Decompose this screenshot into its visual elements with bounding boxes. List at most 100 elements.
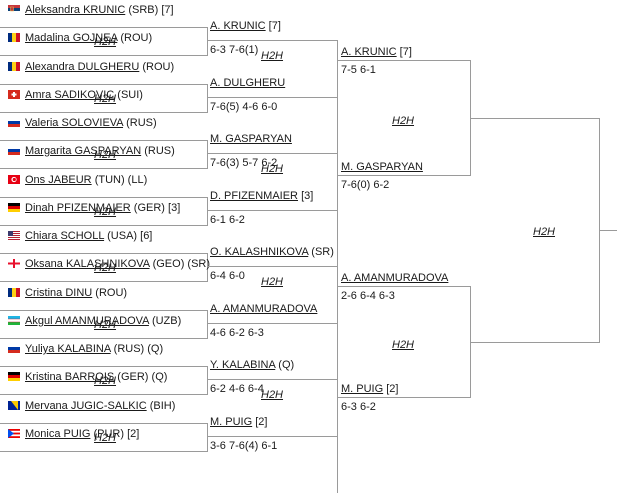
match-score: 4-6 6-2 6-3 [210,327,264,339]
bracket-line [0,140,208,141]
player-entry: Monica PUIG (PUR) [2] [8,428,139,440]
h2h-link[interactable]: H2H [261,50,283,62]
match-score: 7-6(0) 6-2 [341,179,389,191]
bracket-line [337,175,471,176]
rus-flag-icon [8,145,25,157]
player-name[interactable]: M. PUIG [341,383,383,395]
player-name[interactable]: Yuliya KALABINA [25,343,111,355]
player-name[interactable]: O. KALASHNIKOVA [210,246,308,258]
h2h-link[interactable]: H2H [392,115,414,127]
player-suffix: [2] [383,383,398,395]
player-suffix: (GER) [3] [131,202,181,214]
player-name[interactable]: Alexandra DULGHERU [25,61,139,73]
r3-winner: M. PUIG [2] [341,383,398,395]
tun-flag-icon [8,174,25,186]
player-name[interactable]: M. GASPARYAN [341,161,423,173]
h2h-link[interactable]: H2H [261,389,283,401]
bracket-line [0,55,208,56]
player-name[interactable]: Oksana KALASHNIKOVA [25,258,150,270]
player-entry: Valeria SOLOVIEVA (RUS) [8,117,157,129]
bracket-line [0,310,208,311]
bracket-line [207,153,338,154]
h2h-link[interactable]: H2H [392,339,414,351]
bracket-line [0,168,208,169]
player-name[interactable]: Akgul AMANMURADOVA [25,315,149,327]
player-suffix: (SUI) [114,89,143,101]
r3-winner: M. GASPARYAN [341,161,423,173]
player-entry: Amra SADIKOVIC (SUI) [8,89,143,101]
bracket-line [207,140,208,169]
player-name[interactable]: Mervana JUGIC-SALKIC [25,400,147,412]
player-name[interactable]: Margarita GASPARYAN [25,145,141,157]
player-name[interactable]: A. AMANMURADOVA [210,303,317,315]
player-name[interactable]: Valeria SOLOVIEVA [25,117,123,129]
player-suffix: (TUN) (LL) [92,174,148,186]
player-suffix: (USA) [6] [104,230,152,242]
bracket-line [207,323,338,324]
player-entry: Chiara SCHOLL (USA) [6] [8,230,152,242]
bracket-line [337,397,471,398]
player-suffix: (BIH) [147,400,176,412]
r3-winner: A. KRUNIC [7] [341,46,412,58]
h2h-link[interactable]: H2H [261,163,283,175]
player-entry: Mervana JUGIC-SALKIC (BIH) [8,400,175,412]
match-score: 6-2 4-6 6-4 [210,383,264,395]
player-name[interactable]: Chiara SCHOLL [25,230,104,242]
player-suffix: [7] [397,46,412,58]
player-entry: Margarita GASPARYAN (RUS) [8,145,175,157]
bracket-line [207,40,338,41]
bracket-line [0,27,208,28]
player-name[interactable]: Amra SADIKOVIC [25,89,114,101]
h2h-link[interactable]: H2H [261,276,283,288]
player-name[interactable]: Aleksandra KRUNIC [25,4,125,16]
player-suffix: (GER) (Q) [114,371,167,383]
bracket-line [207,197,208,226]
match-score: 7-6(5) 4-6 6-0 [210,101,277,113]
player-suffix: (RUS) [123,117,157,129]
match-score: 6-1 6-2 [210,214,245,226]
bracket-line [207,210,338,211]
player-name[interactable]: Madalina GOJNEA [25,32,117,44]
player-name[interactable]: Dinah PFIZENMAIER [25,202,131,214]
player-name[interactable]: A. KRUNIC [210,20,266,32]
player-name[interactable]: A. KRUNIC [341,46,397,58]
player-entry: Oksana KALASHNIKOVA (GEO) (SR) [8,258,210,270]
bracket-line [0,197,208,198]
h2h-link[interactable]: H2H [533,226,555,238]
sui-flag-icon [8,89,25,101]
bracket-line [207,379,338,380]
r2-winner: Y. KALABINA (Q) [210,359,294,371]
player-name[interactable]: Cristina DINU [25,287,92,299]
ger-flag-icon [8,202,25,214]
player-entry: Kristina BARROIS (GER) (Q) [8,371,167,383]
bracket-line [207,266,338,267]
player-name[interactable]: M. PUIG [210,416,252,428]
bracket-line [0,112,208,113]
r3-winner: A. AMANMURADOVA [341,272,448,284]
bracket-line [207,97,338,98]
player-entry: Aleksandra KRUNIC (SRB) [7] [8,4,174,16]
rus-flag-icon [8,117,25,129]
match-score: 6-3 6-2 [341,401,376,413]
player-name[interactable]: Kristina BARROIS [25,371,114,383]
player-entry: Ons JABEUR (TUN) (LL) [8,174,147,186]
player-name[interactable]: M. GASPARYAN [210,133,292,145]
player-name[interactable]: Y. KALABINA [210,359,275,371]
player-name[interactable]: Ons JABEUR [25,174,92,186]
match-score: 7-5 6-1 [341,64,376,76]
player-name[interactable]: D. PFIZENMAIER [210,190,298,202]
rou-flag-icon [8,287,25,299]
r2-winner: O. KALASHNIKOVA (SR) [210,246,334,258]
player-name[interactable]: A. DULGHERU [210,77,285,89]
bracket-line [0,451,208,452]
player-name[interactable]: Monica PUIG [25,428,90,440]
player-entry: Yuliya KALABINA (RUS) (Q) [8,343,163,355]
r2-winner: D. PFIZENMAIER [3] [210,190,313,202]
srb-flag-icon [8,4,25,16]
bracket-line [0,225,208,226]
player-name[interactable]: A. AMANMURADOVA [341,272,448,284]
player-suffix: (UZB) [149,315,181,327]
r2-winner: A. DULGHERU [210,77,285,89]
match-score: 3-6 7-6(4) 6-1 [210,440,277,452]
bih-flag-icon [8,400,25,412]
